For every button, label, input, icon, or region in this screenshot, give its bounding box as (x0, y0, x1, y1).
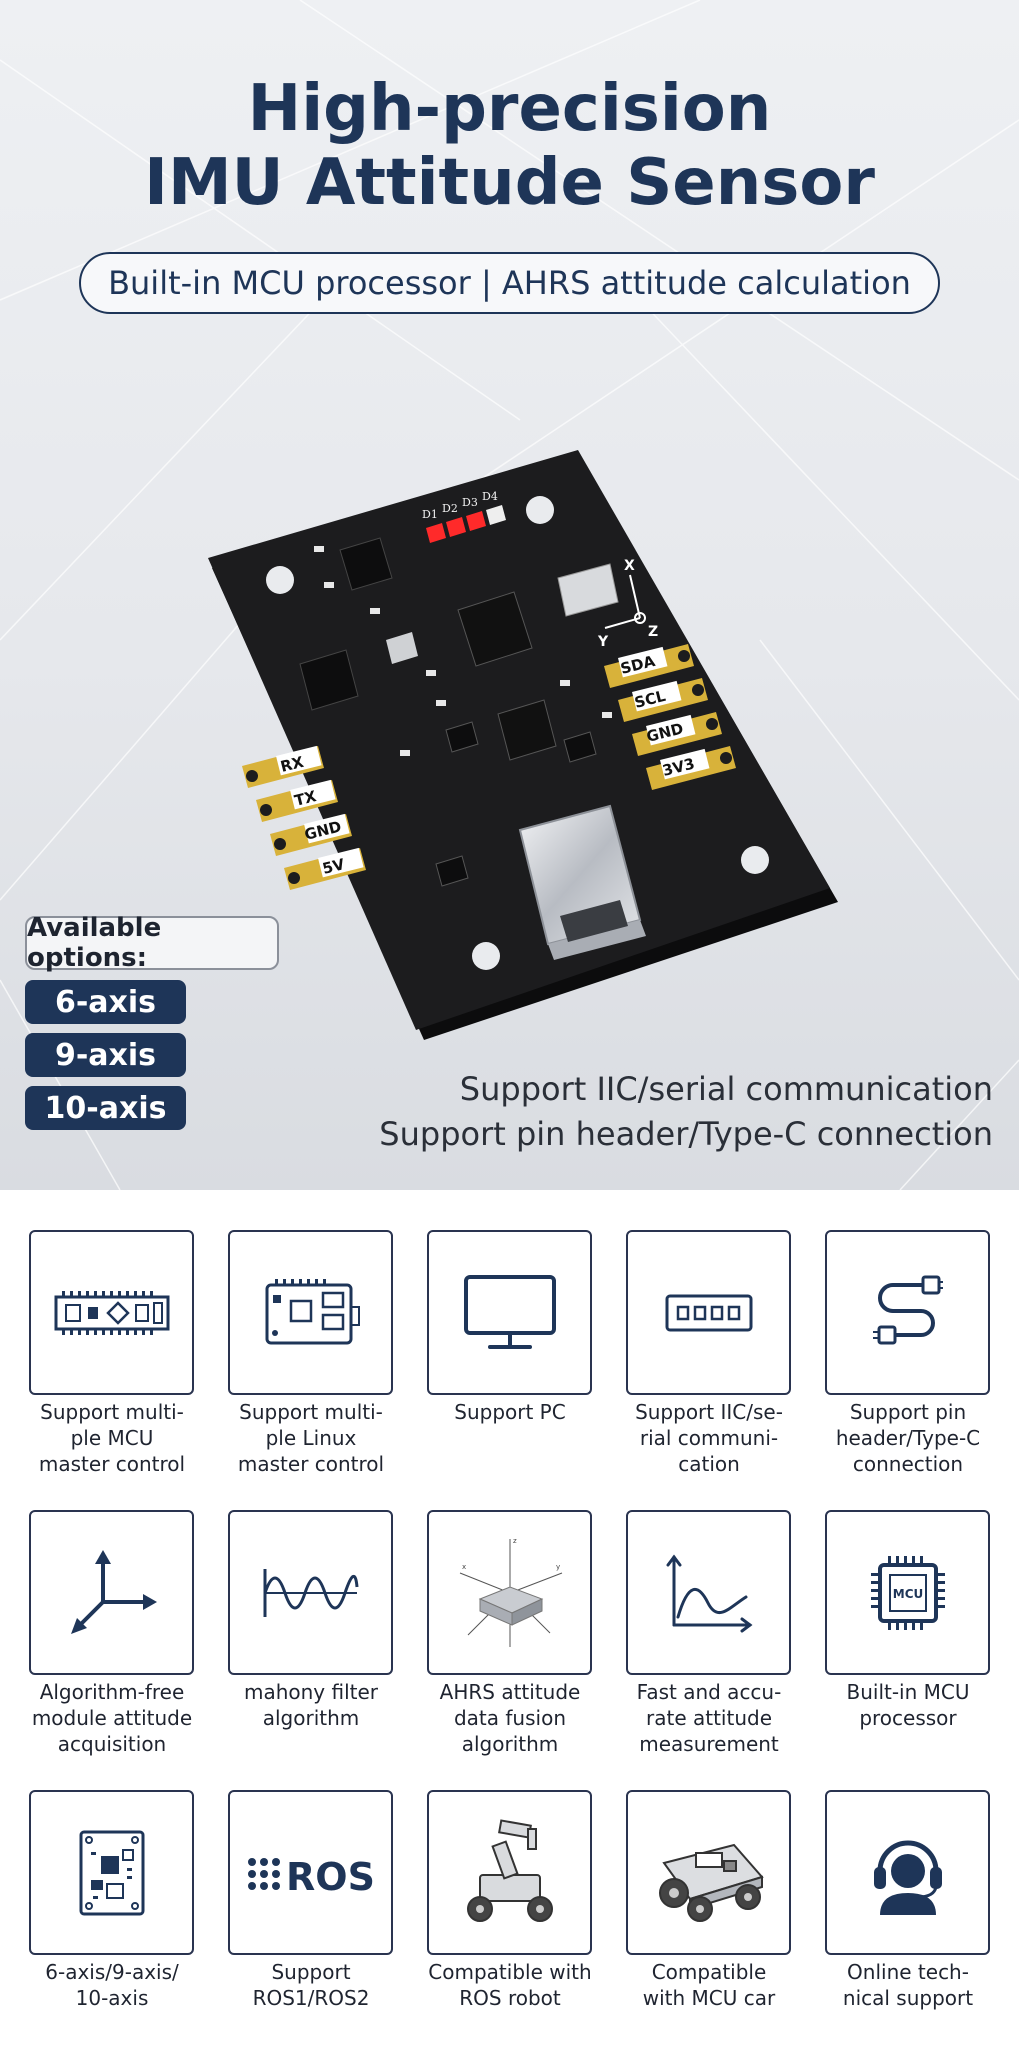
feature-ros: ROS Support ROS1/ROS2 (228, 1790, 393, 2011)
feature-box: MCU (825, 1510, 990, 1675)
feature-box (825, 1230, 990, 1395)
led-label-d4: D4 (482, 490, 498, 503)
feature-label: Support multi- ple Linux master control (237, 1400, 385, 1476)
page-title: High-precision IMU Attitude Sensor (0, 72, 1019, 220)
feature-box: z y x (427, 1510, 592, 1675)
right-pin-header: SDA SCL GND 3V3 (604, 644, 736, 790)
feature-label: Support IIC/se- rial communi- cation (635, 1400, 783, 1476)
hero-section: High-precision IMU Attitude Sensor Built… (0, 0, 1019, 1190)
available-options-label: Available options: (25, 913, 279, 973)
feature-box (29, 1790, 194, 1955)
feature-box (626, 1230, 791, 1395)
feature-label: Algorithm-free module attitude acquisiti… (31, 1680, 193, 1756)
feature-fast-accurate: Fast and accu- rate attitude measurement (626, 1510, 791, 1757)
left-pin-header: RX TX GND 5V (242, 745, 366, 890)
feature-ahrs-fusion: z y x AHRS attitude data fusion algorithm (427, 1510, 592, 1757)
pin-tx: TX (293, 787, 319, 810)
led-label-d1: D1 (422, 508, 438, 521)
ros-logo-icon: ROS (247, 1855, 375, 1898)
svg-text:z: z (513, 1537, 517, 1545)
imu-board-illustration: D1 D2 D3 D4 X Y Z (200, 450, 860, 1050)
sensor-module-icon (79, 1830, 144, 1915)
feature-label: 6-axis/9-axis/ 10-axis (45, 1960, 179, 2010)
axis-z-label: Z (648, 624, 658, 640)
feature-label: Support PC (454, 1400, 566, 1424)
feature-label: Support ROS1/ROS2 (252, 1960, 370, 2010)
title-line-2: IMU Attitude Sensor (144, 146, 875, 220)
feature-mcu-car: Compatible with MCU car (626, 1790, 791, 2011)
feature-tech-support: Online tech- nical support (825, 1790, 990, 2011)
pin-5v: 5V (321, 855, 347, 878)
feature-label: Compatible with ROS robot (428, 1960, 592, 2010)
feature-label: Fast and accu- rate attitude measurement (636, 1680, 782, 1756)
option-6-axis: 6-axis (25, 980, 186, 1024)
feature-axis-options: 6-axis/9-axis/ 10-axis (29, 1790, 194, 2011)
feature-box (228, 1230, 393, 1395)
linux-board-icon (265, 1278, 360, 1344)
feature-pc: Support PC (427, 1230, 592, 1425)
feature-iic-serial: Support IIC/se- rial communi- cation (626, 1230, 791, 1477)
ahrs-cube-icon: z y x (459, 1537, 562, 1647)
feature-label: Compatible with MCU car (642, 1960, 776, 2010)
feature-mcu-master: Support multi- ple MCU master control (29, 1230, 194, 1477)
subtitle-pill: Built-in MCU processor | AHRS attitude c… (79, 252, 940, 314)
wave-icon (263, 1568, 358, 1617)
cable-icon (872, 1275, 943, 1344)
serial-port-icon (665, 1294, 752, 1331)
feature-label: Online tech- nical support (842, 1960, 974, 2010)
feature-label: Support pin header/Type-C connection (835, 1400, 981, 1476)
mcu-board-icon (54, 1290, 169, 1335)
usb-c-connector (518, 804, 646, 960)
mcu-chip-icon: MCU (870, 1555, 945, 1630)
support-line-connection: Support pin header/Type-C connection (379, 1115, 993, 1153)
pin-rx: RX (279, 753, 306, 776)
option-10-axis: 10-axis (25, 1086, 186, 1130)
feature-box (29, 1510, 194, 1675)
robot-arm-icon (466, 1818, 553, 1922)
axis-x-label: X (624, 558, 635, 574)
feature-box (29, 1230, 194, 1395)
support-agent-icon (873, 1840, 942, 1915)
feature-algorithm-free: Algorithm-free module attitude acquisiti… (29, 1510, 194, 1757)
background-lines (0, 0, 1019, 1190)
title-line-1: High-precision (247, 72, 772, 146)
led-label-d2: D2 (442, 502, 458, 515)
feature-box (427, 1230, 592, 1395)
feature-box (427, 1790, 592, 1955)
axes-icon (70, 1549, 157, 1634)
feature-box (825, 1790, 990, 1955)
feature-box (228, 1510, 393, 1675)
feature-label: Support multi- ple MCU master control (38, 1400, 186, 1476)
feature-label: Built-in MCU processor (846, 1680, 970, 1730)
feature-box: ROS (228, 1790, 393, 1955)
led-row (426, 505, 506, 543)
feature-builtin-mcu: MCU Built-in MCU processor (825, 1510, 990, 1731)
feature-linux-master: Support multi- ple Linux master control (228, 1230, 393, 1477)
svg-text:y: y (556, 1563, 560, 1571)
monitor-icon (463, 1274, 556, 1349)
axis-y-label: Y (597, 634, 609, 650)
feature-ros-robot: Compatible with ROS robot (427, 1790, 592, 2011)
mcu-chip-text: MCU (892, 1587, 923, 1601)
feature-connection: Support pin header/Type-C connection (825, 1230, 990, 1477)
curve-chart-icon (666, 1554, 752, 1632)
robot-car-icon (658, 1843, 764, 1922)
feature-box (626, 1790, 791, 1955)
ros-logo-text: ROS (286, 1855, 375, 1898)
svg-text:x: x (462, 1563, 466, 1571)
led-label-d3: D3 (462, 496, 478, 509)
feature-box (626, 1510, 791, 1675)
feature-label: AHRS attitude data fusion algorithm (439, 1680, 581, 1756)
option-9-axis: 9-axis (25, 1033, 186, 1077)
feature-mahony-filter: mahony filter algorithm (228, 1510, 393, 1731)
support-line-communication: Support IIC/serial communication (459, 1070, 993, 1108)
feature-label: mahony filter algorithm (243, 1680, 379, 1730)
